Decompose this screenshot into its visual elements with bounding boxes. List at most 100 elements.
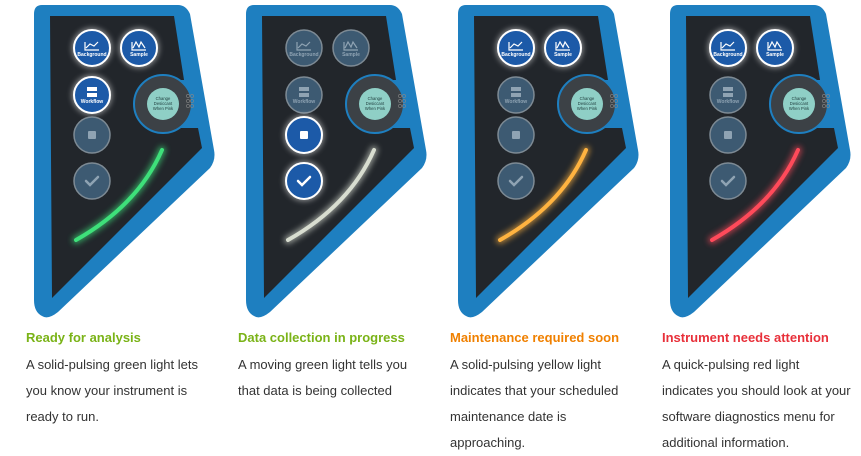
stop-icon	[512, 131, 520, 139]
spectrum-icon	[343, 40, 358, 51]
status-description-line: additional information.	[662, 435, 790, 450]
sensor-dot	[186, 94, 190, 98]
status-title: Data collection in progress	[238, 330, 405, 345]
background-button[interactable]: Background	[285, 29, 323, 67]
status-description-line: software diagnostics menu for	[662, 409, 835, 424]
workflow-icon	[299, 93, 309, 97]
sensor-dot	[614, 94, 618, 98]
sample-button[interactable]: Sample	[119, 28, 159, 68]
sample-label: Sample	[130, 52, 148, 58]
status-title: Ready for analysis	[26, 330, 141, 345]
status-description-line: A moving green light tells you	[238, 357, 408, 372]
sensor-dot	[610, 99, 614, 103]
stop-icon	[724, 131, 732, 139]
workflow-label: Workflow	[505, 99, 528, 105]
status-caption: Data collection in progress A moving gree…	[238, 328, 443, 404]
desiccant-label: Desiccant	[154, 101, 173, 106]
workflow-button[interactable]: Workflow	[497, 76, 535, 114]
sensor-dot	[826, 99, 830, 103]
desiccant-label: Change	[156, 96, 171, 101]
stop-button[interactable]	[709, 116, 747, 154]
sensor-dot	[822, 99, 826, 103]
workflow-icon	[87, 87, 97, 91]
workflow-icon	[511, 93, 521, 97]
sample-button[interactable]: Sample	[755, 28, 795, 68]
workflow-button[interactable]: Workflow	[72, 75, 112, 115]
stop-icon	[300, 131, 308, 139]
spectrum-icon	[767, 40, 782, 51]
status-light-bar	[710, 148, 800, 242]
sensor-dot	[398, 99, 402, 103]
background-label: Background	[77, 52, 106, 58]
status-description-line: you know your instrument is	[26, 383, 188, 398]
desiccant-label: Desiccant	[790, 101, 809, 106]
stop-button[interactable]	[284, 115, 324, 155]
sensor-dot	[614, 99, 618, 103]
check-button[interactable]	[73, 162, 111, 200]
stop-button[interactable]	[497, 116, 535, 154]
workflow-button[interactable]: Workflow	[285, 76, 323, 114]
desiccant-label: When Pink	[789, 106, 810, 111]
background-button[interactable]: Background	[708, 28, 748, 68]
status-caption: Maintenance required soon A solid-pulsing…	[450, 328, 655, 456]
sensor-dot	[190, 104, 194, 108]
desiccant-indicator	[359, 88, 391, 120]
desiccant-label: Desiccant	[578, 101, 597, 106]
sample-button[interactable]: Sample	[543, 28, 583, 68]
status-light-bar	[74, 148, 164, 242]
status-description-line: indicates you should look at your	[662, 383, 851, 398]
check-icon	[508, 175, 524, 187]
sensor-dot	[822, 104, 826, 108]
status-description-line: approaching.	[450, 435, 526, 450]
sensor-dot	[614, 104, 618, 108]
workflow-button[interactable]: Workflow	[709, 76, 747, 114]
desiccant-label: When Pink	[577, 106, 598, 111]
status-description-line: indicates that your scheduled	[450, 383, 619, 398]
spectrum-icon	[555, 40, 570, 51]
background-label: Background	[501, 52, 530, 58]
workflow-icon	[299, 87, 309, 91]
status-description-line: A quick-pulsing red light	[662, 357, 800, 372]
workflow-icon	[723, 93, 733, 97]
spectrum-icon	[131, 40, 146, 51]
background-button[interactable]: Background	[72, 28, 112, 68]
sample-button[interactable]: Sample	[332, 29, 370, 67]
status-light-bar	[498, 148, 588, 242]
sample-label: Sample	[766, 52, 784, 58]
status-light-bar	[286, 148, 376, 242]
sensor-dot	[610, 104, 614, 108]
sample-label: Sample	[554, 52, 572, 58]
sensor-dot	[398, 94, 402, 98]
sensor-dot	[186, 99, 190, 103]
sensor-dot	[190, 99, 194, 103]
sensor-dot	[610, 94, 614, 98]
workflow-label: Workflow	[81, 99, 104, 105]
sensor-dot	[826, 94, 830, 98]
desiccant-label: When Pink	[153, 106, 174, 111]
background-label: Background	[713, 52, 742, 58]
check-icon	[720, 175, 736, 187]
status-description-line: A solid-pulsing yellow light	[450, 357, 602, 372]
check-button[interactable]	[709, 162, 747, 200]
check-button[interactable]	[284, 161, 324, 201]
desiccant-label: Change	[368, 96, 383, 101]
check-button[interactable]	[497, 162, 535, 200]
chart-icon	[84, 41, 99, 51]
status-description-line: that data is being collected	[238, 383, 392, 398]
desiccant-indicator	[571, 88, 603, 120]
background-button[interactable]: Background	[496, 28, 536, 68]
status-title: Maintenance required soon	[450, 330, 620, 345]
stop-icon	[88, 131, 96, 139]
check-icon	[296, 175, 312, 187]
sensor-dot	[402, 94, 406, 98]
stop-button[interactable]	[73, 116, 111, 154]
status-description-line: maintenance date is	[450, 409, 567, 424]
workflow-icon	[723, 87, 733, 91]
desiccant-label: When Pink	[365, 106, 386, 111]
